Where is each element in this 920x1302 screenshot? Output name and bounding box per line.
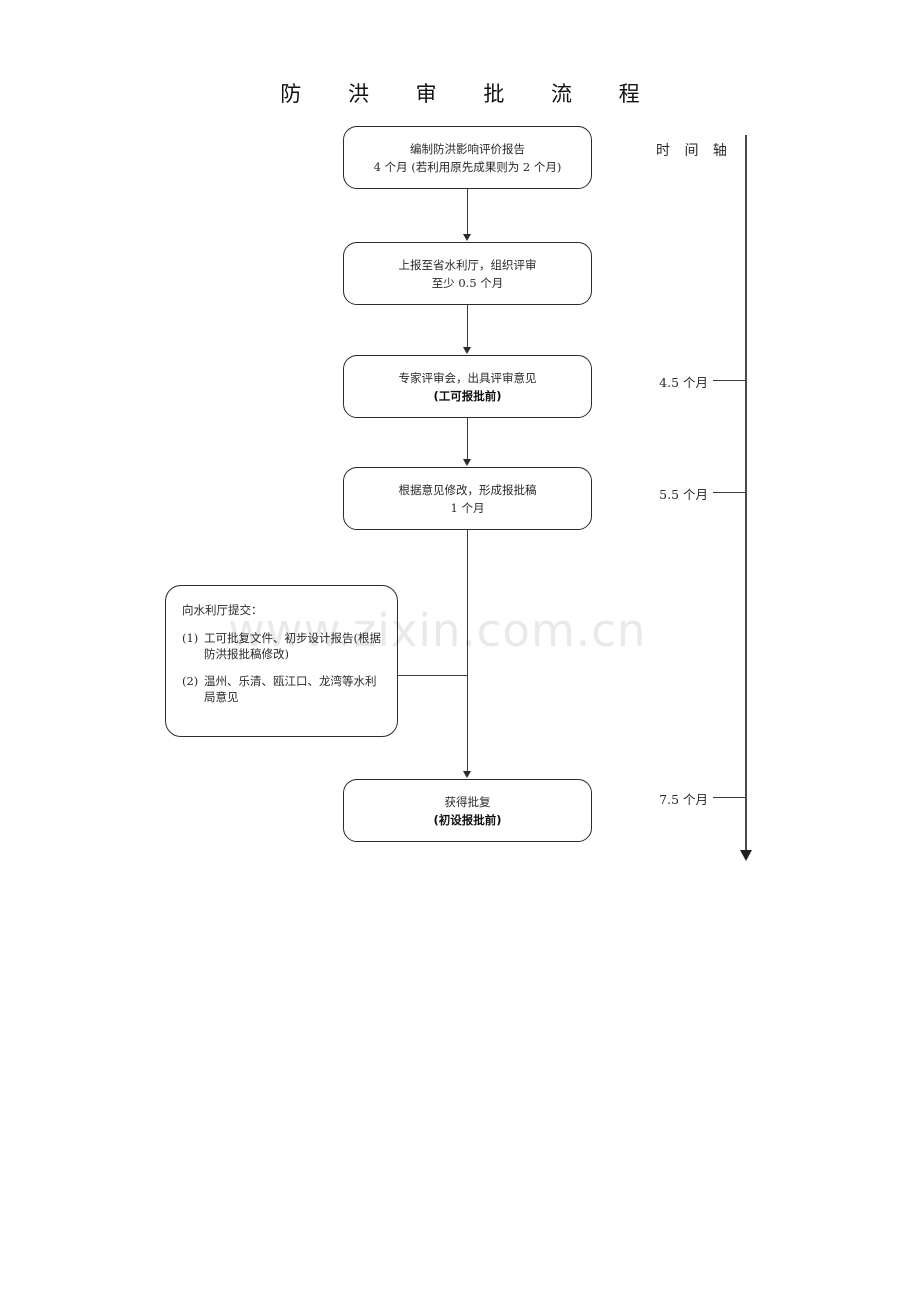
connector-box1-to-box2 (466, 189, 468, 235)
connector-box4-to-box5 (466, 530, 468, 772)
arrowhead-box2 (462, 234, 471, 241)
side-note-item-text: 温州、乐清、瓯江口、龙湾等水利局意见 (204, 674, 377, 704)
timeline-tick-4-5-months (713, 380, 746, 382)
connector-box2-to-box3 (466, 305, 468, 348)
flow-node-expert-review-meeting[interactable]: 专家评审会，出具评审意见 (工可报批前) (343, 355, 592, 418)
connector-side-note-to-main-flow (398, 675, 467, 677)
side-note-item: (1) 工可批复文件、初步设计报告(根据防洪报批稿修改) (182, 630, 383, 662)
flow-node-line-1: 专家评审会，出具评审意见 (398, 370, 537, 385)
flow-node-line-2: 1 个月 (450, 500, 485, 515)
timeline-arrowhead-icon (739, 850, 752, 861)
arrowhead-box3 (462, 347, 471, 354)
watermark-text: www.zixin.com.cn (228, 604, 647, 657)
flow-node-line-1: 上报至省水利厅，组织评审 (398, 257, 537, 272)
page-title: 防 洪 审 批 流 程 (280, 82, 660, 106)
timeline-tick-7-5-months (713, 797, 746, 799)
side-note-submission-materials[interactable]: 向水利厅提交： (1) 工可批复文件、初步设计报告(根据防洪报批稿修改) (2)… (165, 585, 398, 737)
timeline-label: 时 间 轴 (656, 143, 732, 159)
arrowhead-box4 (462, 459, 471, 466)
side-note-item-marker: (1) (182, 631, 199, 645)
flow-node-line-1: 编制防洪影响评价报告 (410, 141, 525, 156)
flow-node-line-1: 获得批复 (444, 794, 491, 809)
flow-node-revise-form-approval-draft[interactable]: 根据意见修改，形成报批稿 1 个月 (343, 467, 592, 530)
timeline-tick-label-4-5-months: 4.5 个月 (659, 375, 708, 390)
side-note-item: (2) 温州、乐清、瓯江口、龙湾等水利局意见 (182, 673, 383, 705)
flow-node-line-2: 4 个月 (若利用原先成果则为 2 个月) (373, 159, 562, 174)
timeline-tick-label-7-5-months: 7.5 个月 (659, 792, 708, 807)
flow-node-line-2: (工可报批前) (433, 388, 502, 403)
flow-node-obtain-approval[interactable]: 获得批复 (初设报批前) (343, 779, 592, 842)
flow-node-compile-flood-impact-report[interactable]: 编制防洪影响评价报告 4 个月 (若利用原先成果则为 2 个月) (343, 126, 592, 189)
timeline-tick-label-5-5-months: 5.5 个月 (659, 487, 708, 502)
side-note-heading: 向水利厅提交： (182, 603, 263, 617)
flow-node-line-2: (初设报批前) (433, 812, 502, 827)
flow-node-line-2: 至少 0.5 个月 (431, 275, 504, 290)
connector-box3-to-box4 (466, 418, 468, 460)
side-note-item-marker: (2) (182, 674, 199, 688)
flow-node-line-1: 根据意见修改，形成报批稿 (398, 482, 537, 497)
timeline-tick-5-5-months (713, 492, 746, 494)
timeline-axis (745, 135, 747, 853)
flow-node-submit-to-provincial-water-bureau[interactable]: 上报至省水利厅，组织评审 至少 0.5 个月 (343, 242, 592, 305)
side-note-item-text: 工可批复文件、初步设计报告(根据防洪报批稿修改) (204, 631, 381, 661)
arrowhead-box5 (462, 771, 471, 778)
